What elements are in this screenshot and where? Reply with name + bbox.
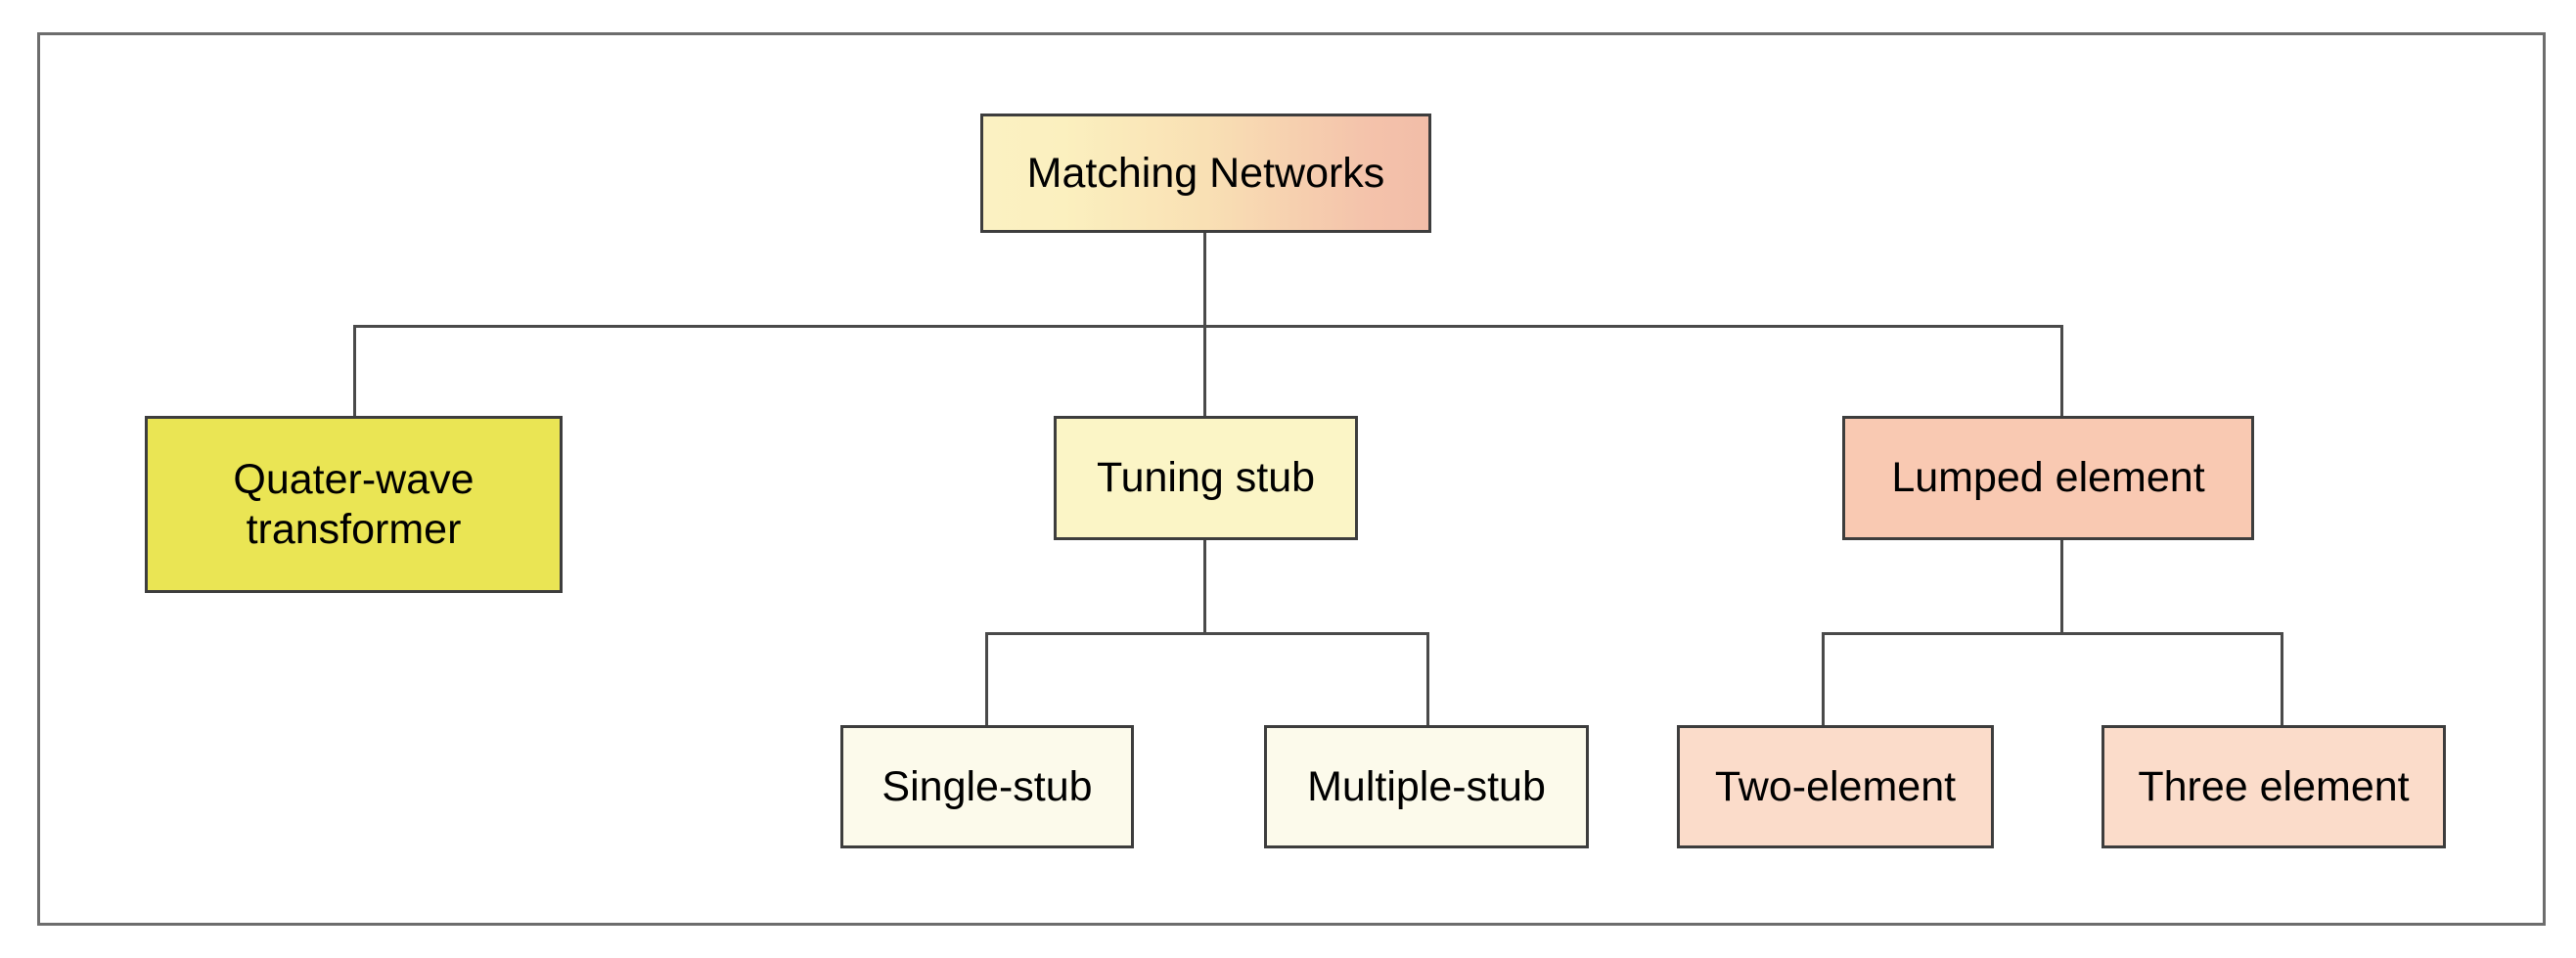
connector-drop-single-stub [985, 632, 988, 725]
connector-drop-tuning-stub [1203, 325, 1206, 416]
connector-lumped-element-stem [2060, 540, 2063, 632]
connector-drop-multiple-stub [1426, 632, 1429, 725]
connector-drop-lumped-element [2060, 325, 2063, 416]
node-quater-wave-transformer[interactable]: Quater-wave transformer [145, 416, 563, 593]
connector-drop-three-element [2281, 632, 2283, 725]
node-matching-networks[interactable]: Matching Networks [980, 114, 1431, 233]
connector-tuning-stub-bus [985, 632, 1429, 635]
node-two-element[interactable]: Two-element [1677, 725, 1994, 848]
connector-tuning-stub-stem [1203, 540, 1206, 632]
node-single-stub[interactable]: Single-stub [840, 725, 1134, 848]
connector-root-stem [1203, 233, 1206, 325]
node-tuning-stub[interactable]: Tuning stub [1054, 416, 1358, 540]
node-multiple-stub[interactable]: Multiple-stub [1264, 725, 1589, 848]
node-three-element[interactable]: Three element [2101, 725, 2446, 848]
connector-main-bus [353, 325, 2063, 328]
diagram-frame: Matching Networks Quater-wave transforme… [37, 32, 2546, 926]
connector-lumped-element-bus [1822, 632, 2283, 635]
connector-drop-two-element [1822, 632, 1825, 725]
node-lumped-element[interactable]: Lumped element [1842, 416, 2254, 540]
connector-drop-quarter-wave [353, 325, 356, 416]
